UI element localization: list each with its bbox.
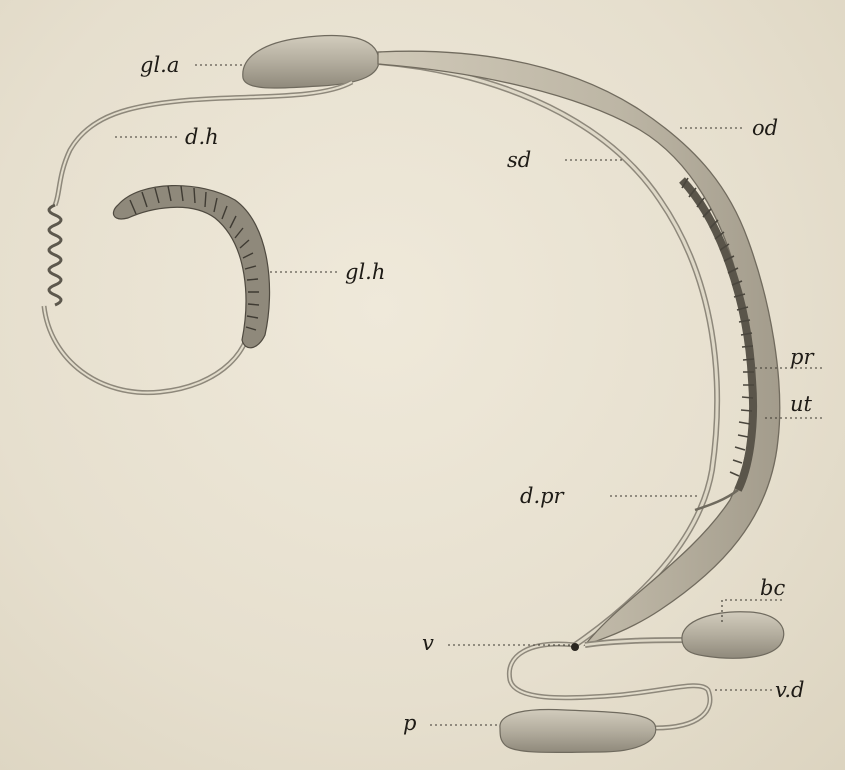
label-uterus: ut (790, 394, 812, 415)
hermaphrodite-duct-coil (49, 205, 61, 305)
uterus-oviduct (378, 51, 780, 645)
label-prostate: pr (790, 347, 813, 368)
label-bursa-copulatrix: bc (760, 578, 785, 599)
label-oviduct: od (752, 118, 778, 139)
label-penis: p (403, 713, 416, 734)
albumen-gland (243, 35, 379, 88)
label-vagina: v (422, 633, 434, 654)
label-vas-deferens: v.d (775, 680, 805, 701)
label-prostate-duct: d.pr (520, 486, 564, 507)
hermaphrodite-gland (113, 186, 269, 348)
penis (500, 710, 656, 753)
label-sperm-duct: sd (507, 150, 531, 171)
bursa-copulatrix (682, 612, 784, 659)
genital-pore (571, 643, 579, 651)
label-hermaphrodite-duct: d.h (185, 127, 219, 148)
hermaphrodite-duct-loop (44, 306, 250, 393)
label-hermaphrodite-gland: gl.h (345, 262, 385, 283)
label-albumen-gland: gl.a (140, 55, 179, 76)
